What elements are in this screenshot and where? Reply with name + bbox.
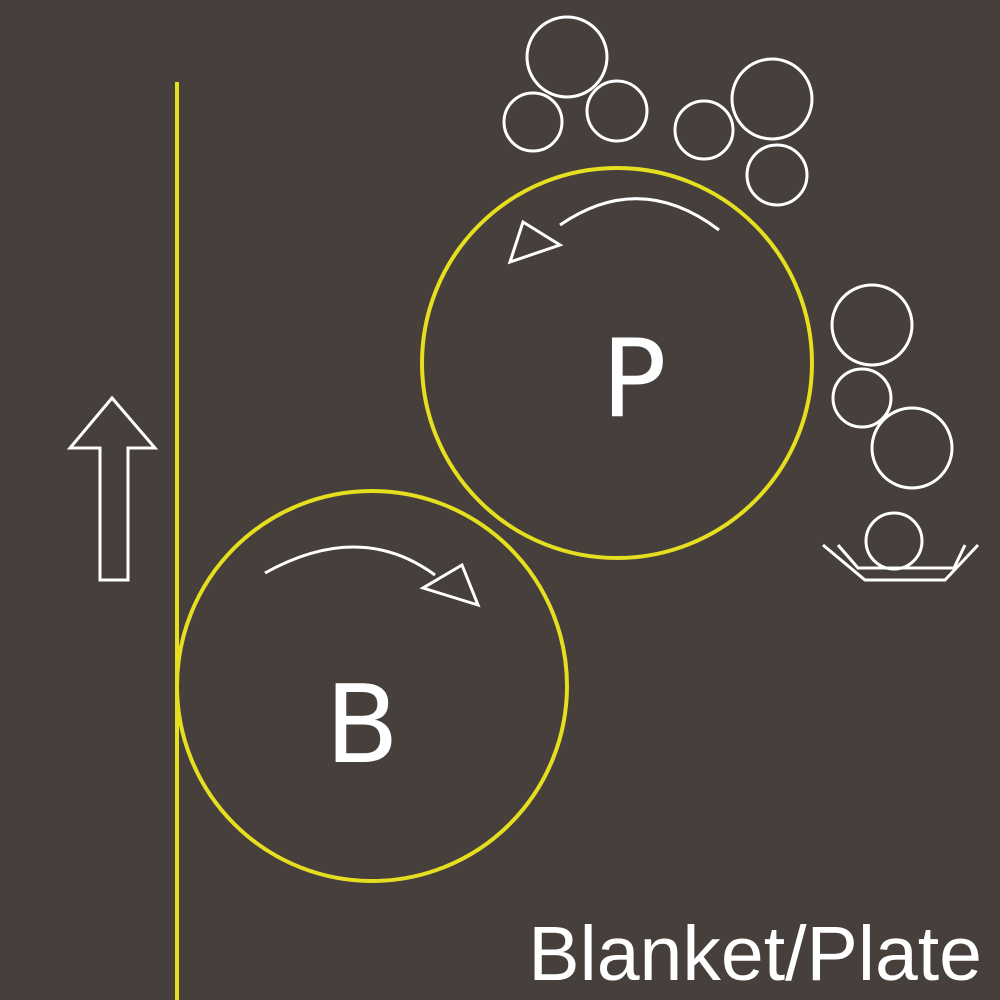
ink-roller (585, 79, 649, 143)
dampening-roller (870, 406, 954, 490)
ink-roller (730, 57, 814, 141)
counterclockwise-arrow-icon (507, 197, 720, 265)
ink-roller (673, 99, 735, 161)
diagram-caption: Blanket/Plate (528, 911, 982, 997)
dampening-roller (830, 283, 914, 367)
blanket-cylinder (175, 489, 569, 883)
dampening-roller (831, 367, 893, 429)
fountain-tray-icon (822, 543, 980, 582)
plate-cylinder (420, 166, 814, 560)
plate-cylinder-label: P (601, 317, 666, 442)
ink-roller (745, 143, 809, 207)
up-arrow-icon (66, 395, 159, 582)
clockwise-arrow-icon (264, 545, 481, 608)
ink-roller (525, 15, 609, 99)
blanket-cylinder-label: B (325, 663, 399, 788)
roller-train-icon (502, 15, 814, 207)
ink-roller (502, 91, 564, 153)
